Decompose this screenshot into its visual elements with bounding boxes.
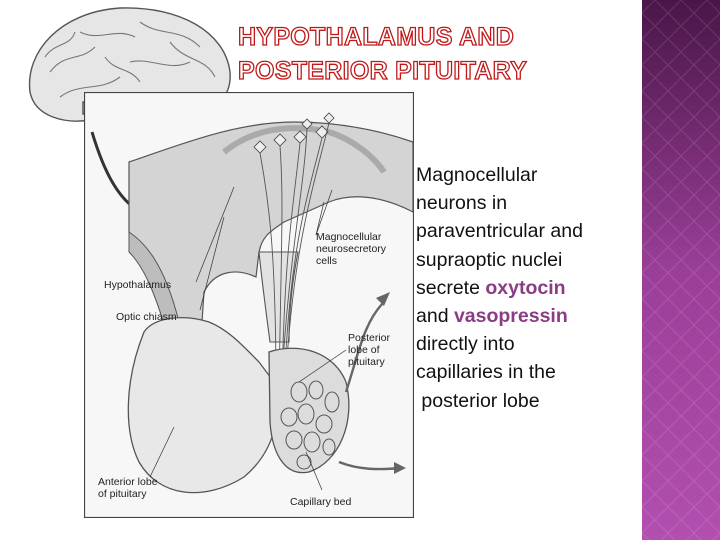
label-anterior-line-1: Anterior lobe [98, 476, 158, 488]
title-line-1: HYPOTHALAMUS AND [237, 22, 515, 51]
body-line-5-text: secrete [416, 276, 486, 299]
body-line-4: supraoptic nuclei [416, 248, 563, 271]
body-line-8: capillaries in the [416, 361, 556, 384]
pituitary-illustration [84, 92, 414, 518]
body-line-1: Magnocellular [416, 164, 538, 186]
label-hypothalamus: Hypothalamus [104, 279, 172, 291]
label-magnocellular-line-2: neurosecretory [316, 243, 387, 255]
label-anterior-line-2: of pituitary [98, 488, 147, 500]
body-line-3: paraventricular and [416, 220, 583, 243]
title-line-2: POSTERIOR PITUITARY [237, 56, 528, 85]
label-magnocellular-line-1: Magnocellular [316, 231, 382, 243]
diamond-pattern-graphic [642, 0, 720, 540]
label-optic-chiasm: Optic chiasm [116, 311, 177, 323]
label-posterior-line-1: Posterior [348, 332, 391, 344]
decorative-side-bar [642, 0, 720, 540]
body-text: Magnocellular neurons in paraventricular… [416, 161, 640, 415]
label-posterior-lobe: Posterior lobe of pituitary [348, 332, 390, 368]
label-posterior-line-3: pituitary [348, 356, 385, 368]
body-line-6: and vasopressin [416, 302, 640, 330]
body-line-2: neurons in [416, 192, 508, 215]
label-anterior-lobe: Anterior lobe of pituitary [98, 476, 158, 500]
pituitary-diagram: Magnocellular neurosecretory cells Hypot… [84, 92, 414, 518]
label-capillary-bed: Capillary bed [290, 496, 352, 508]
body-line-5: secrete oxytocin [416, 274, 640, 302]
label-posterior-line-2: lobe of [348, 344, 380, 356]
slide-title: HYPOTHALAMUS AND POSTERIOR PITUITARY [237, 20, 628, 88]
body-line-6-text: and [416, 305, 454, 328]
body-line-7: directly into [416, 333, 515, 356]
label-magnocellular-line-3: cells [316, 255, 338, 267]
oxytocin-highlight: oxytocin [485, 276, 566, 299]
label-magnocellular: Magnocellular neurosecretory cells [316, 231, 386, 267]
body-line-9: posterior lobe [416, 389, 540, 412]
vasopressin-highlight: vasopressin [453, 305, 568, 328]
